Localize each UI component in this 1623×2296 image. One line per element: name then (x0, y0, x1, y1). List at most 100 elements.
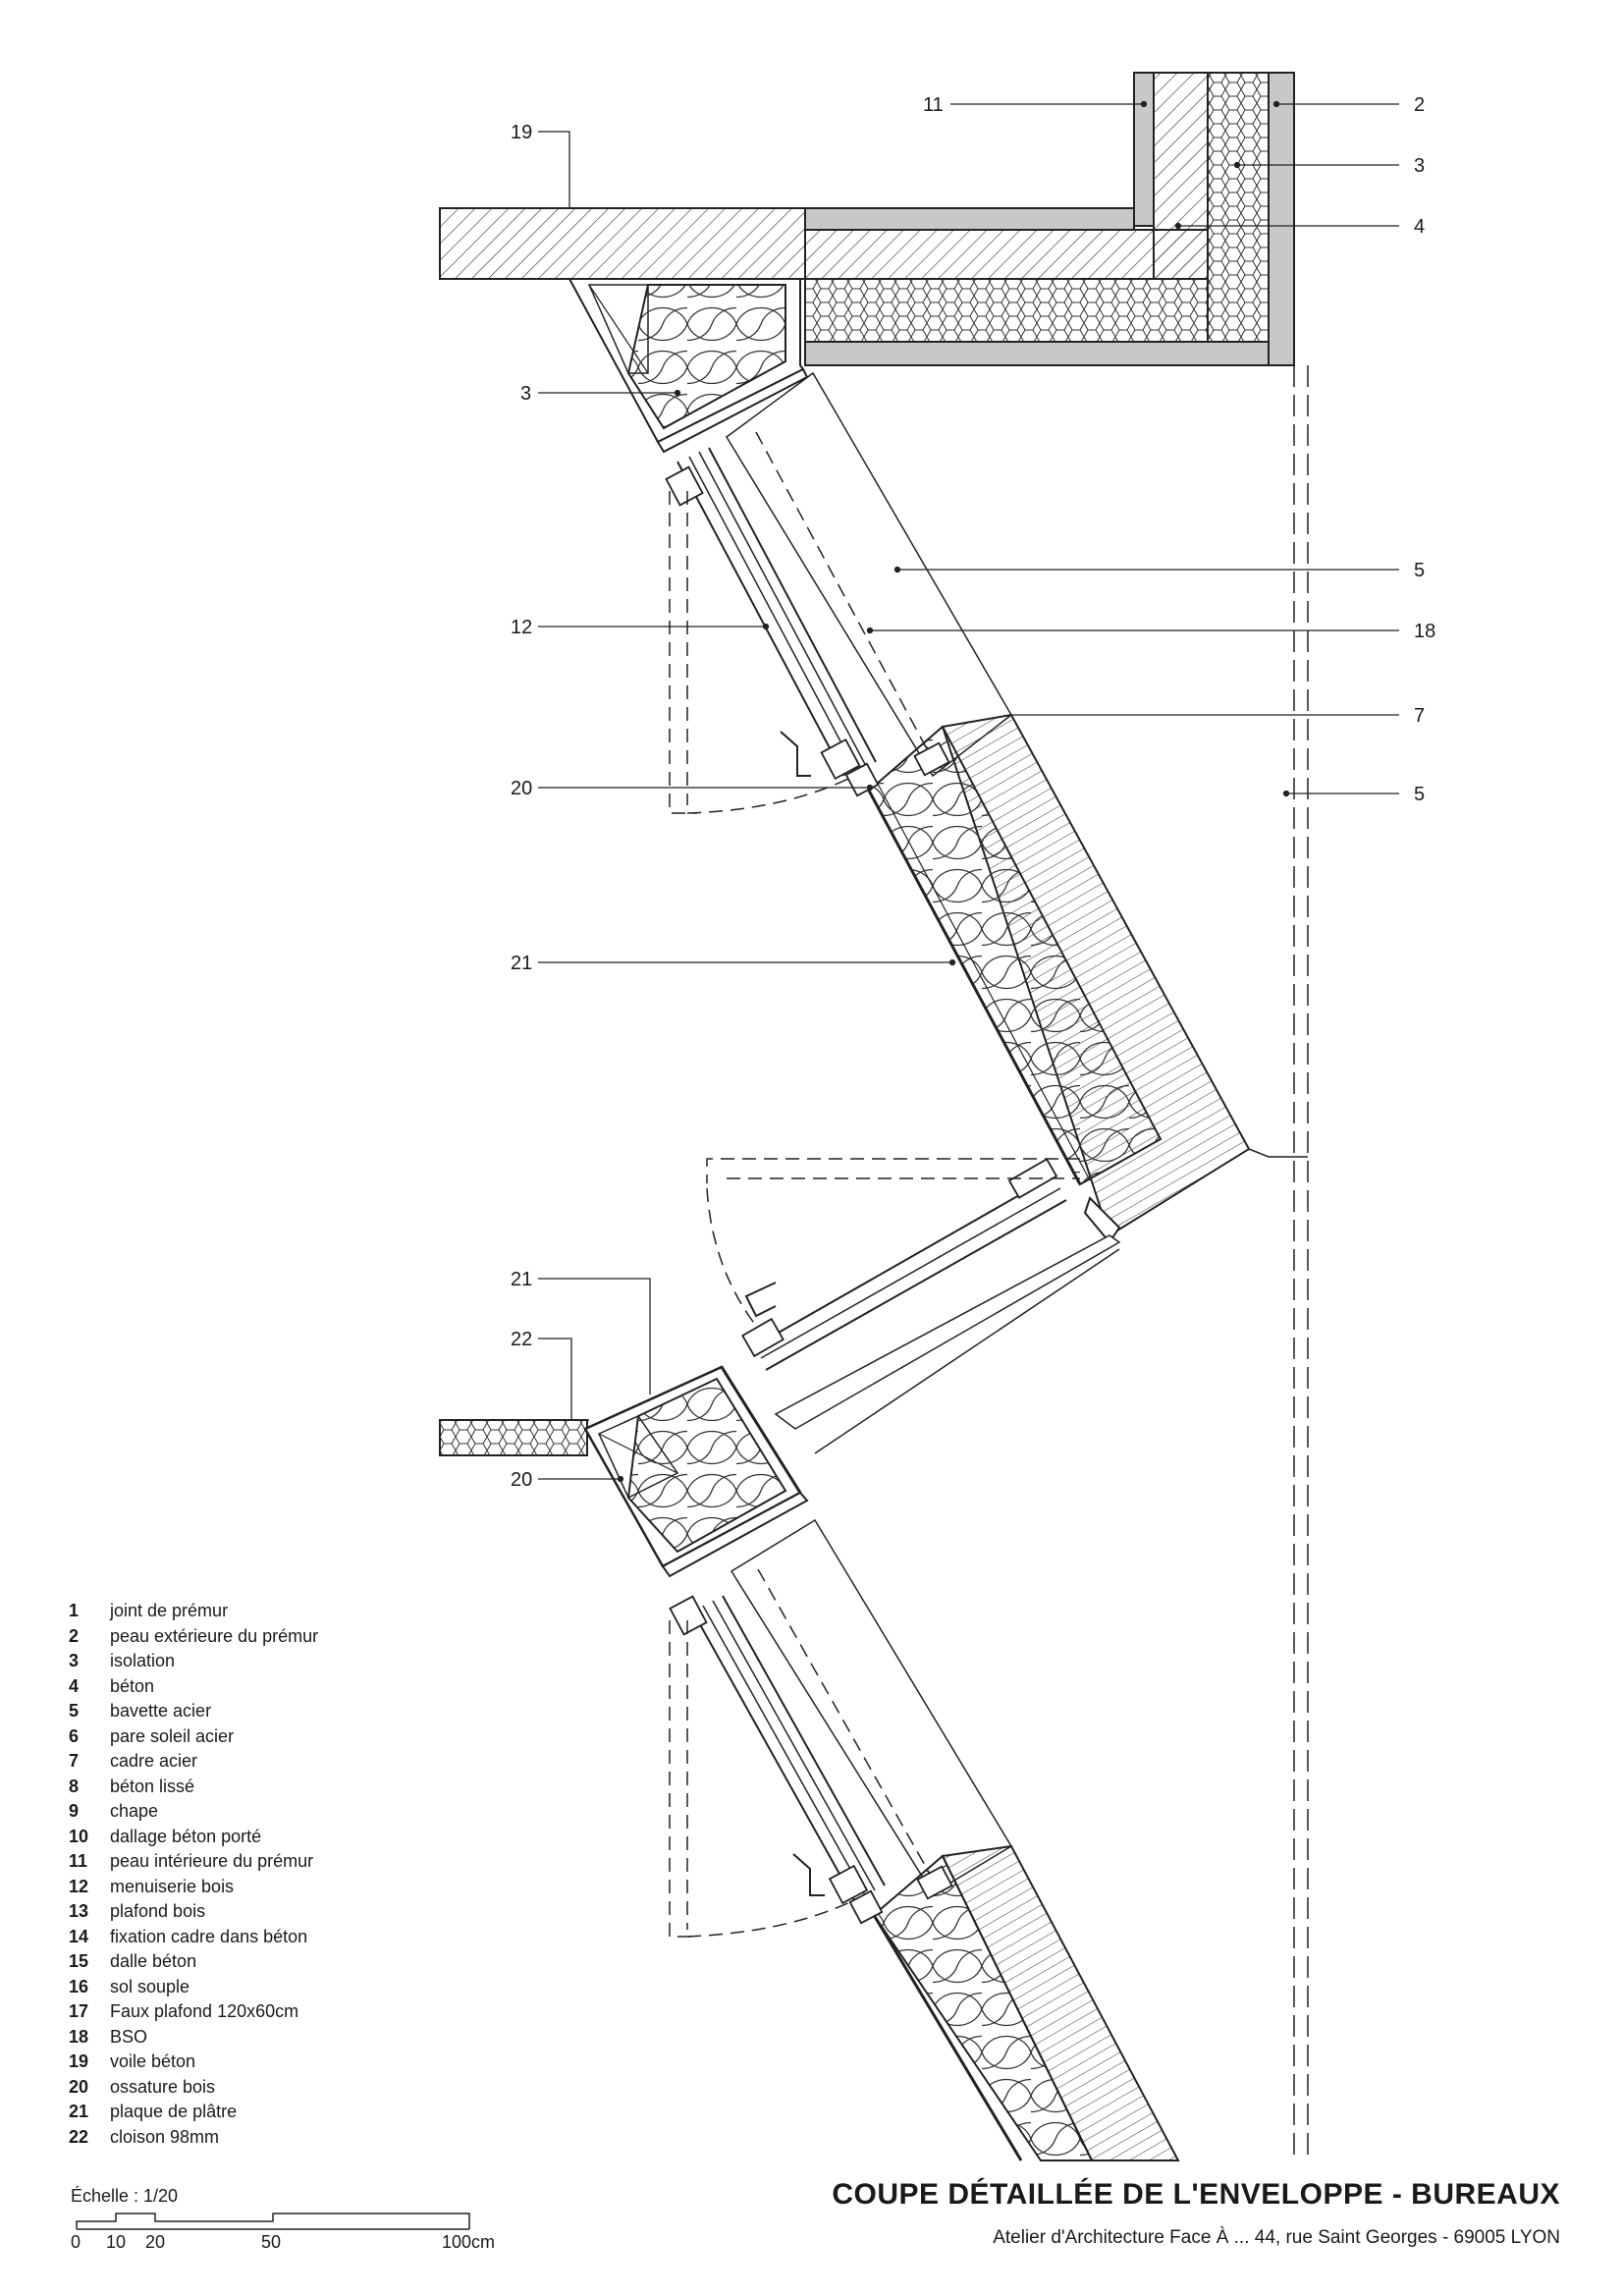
legend-item-number: 10 (69, 1826, 89, 1846)
callout-3-frame: 3 (520, 383, 531, 405)
legend-item-number: 14 (69, 1926, 89, 1946)
legend-item-number: 5 (69, 1701, 80, 1721)
callout-7: 7 (1414, 705, 1425, 727)
legend-item: 20 ossature bois (69, 2075, 318, 2101)
scale-bar (76, 2213, 470, 2230)
legend-item-number: 11 (69, 1851, 88, 1871)
leader-lines (538, 100, 1399, 1483)
legend-item-label: ossature bois (110, 2076, 216, 2097)
legend-item: 18 BSO (69, 2025, 318, 2050)
legend-item: 3 isolation (69, 1649, 318, 1674)
legend-item-label: dallage béton porté (110, 1826, 262, 1846)
legend-item-label: BSO (110, 2026, 148, 2047)
legend-item-number: 2 (69, 1625, 80, 1646)
upper-sunshade (726, 371, 1012, 778)
concrete-slab-top (439, 207, 1270, 366)
legend: 1 joint de prémur 2 peau extérieure du prém… (69, 1599, 318, 2150)
legend-item-number: 12 (69, 1876, 89, 1896)
legend-item-number: 16 (69, 1976, 89, 1996)
legend-item-number: 13 (69, 1901, 89, 1921)
callout-11: 11 (923, 94, 944, 116)
bavette-dashed (1293, 365, 1309, 2160)
legend-item: 21 plaque de plâtre (69, 2100, 318, 2125)
lower-sunshade (730, 1518, 1013, 1895)
legend-item: 14 fixation cadre dans béton (69, 1925, 318, 1950)
callout-21-lower: 21 (511, 1269, 532, 1290)
legend-item-label: bavette acier (110, 1701, 212, 1721)
legend-item: 2 peau extérieure du prémur (69, 1624, 318, 1650)
legend-item: 17 Faux plafond 120x60cm (69, 1999, 318, 2025)
legend-item-number: 22 (69, 2126, 89, 2147)
scale-tick: 50 (261, 2232, 282, 2252)
upper-frame-box (568, 278, 809, 454)
legend-item-number: 7 (69, 1751, 80, 1771)
scale-tick: 20 (145, 2232, 166, 2252)
callout-18: 18 (1414, 621, 1435, 642)
callout-4: 4 (1414, 216, 1425, 238)
legend-item-label: fixation cadre dans béton (110, 1926, 308, 1946)
scale-tick: 10 (106, 2232, 127, 2252)
drawing-credits: Atelier d'Architecture Face À ... 44, ru… (993, 2227, 1560, 2248)
middle-wall-panel (844, 713, 1251, 1237)
scale-tick: 100cm (442, 2232, 496, 2252)
callouts: 11 2 19 3 4 3 5 12 18 7 20 5 21 21 22 20 (511, 94, 1435, 1491)
legend-item-label: Faux plafond 120x60cm (110, 2001, 299, 2021)
legend-item: 11 peau intérieure du prémur (69, 1849, 318, 1875)
scale-label: Échelle : 1/20 (71, 2186, 179, 2206)
legend-item-label: béton (110, 1675, 155, 1696)
callout-3-top: 3 (1414, 155, 1425, 177)
callout-21-upper: 21 (511, 953, 532, 974)
legend-item-number: 18 (69, 2026, 89, 2047)
lower-frame-box (583, 1365, 809, 1578)
legend-item-number: 8 (69, 1776, 80, 1796)
callout-19: 19 (511, 122, 532, 143)
legend-item: 13 plafond bois (69, 1899, 318, 1925)
drawing-title: COUPE DÉTAILLÉE DE L'ENVELOPPE - BUREAUX (832, 2178, 1560, 2211)
callout-5-upper: 5 (1414, 560, 1425, 581)
legend-item-label: cadre acier (110, 1751, 198, 1771)
legend-item-label: peau extérieure du prémur (110, 1625, 319, 1646)
legend-item: 5 bavette acier (69, 1699, 318, 1724)
lower-window (669, 1595, 886, 1905)
legend-item-number: 3 (69, 1651, 80, 1670)
legend-item-number: 19 (69, 2051, 89, 2071)
scale-tick: 0 (71, 2232, 81, 2252)
legend-item-number: 21 (69, 2102, 89, 2121)
callout-20-lower: 20 (511, 1469, 532, 1491)
legend-item-number: 1 (69, 1601, 80, 1620)
callout-2: 2 (1414, 94, 1425, 116)
upper-window (665, 447, 877, 781)
callout-22: 22 (511, 1329, 532, 1350)
legend-item-label: voile béton (110, 2051, 196, 2071)
legend-item-label: pare soleil acier (110, 1725, 235, 1746)
legend-item-label: isolation (110, 1651, 176, 1670)
legend-item: 16 sol souple (69, 1975, 318, 2000)
legend-item-label: dalle béton (110, 1951, 197, 1971)
legend-item: 22 cloison 98mm (69, 2125, 318, 2151)
lower-wall-panel (848, 1844, 1180, 2161)
legend-item: 1 joint de prémur (69, 1599, 318, 1624)
precast-wall-top (1133, 72, 1295, 366)
legend-item-label: chape (110, 1801, 159, 1821)
legend-item: 19 voile béton (69, 2050, 318, 2075)
callout-20-upper: 20 (511, 778, 532, 799)
callout-12: 12 (511, 617, 532, 638)
middle-swing-dashed (706, 1158, 1080, 1327)
legend-item-label: plaque de plâtre (110, 2102, 238, 2121)
legend-item-label: peau intérieure du prémur (110, 1851, 314, 1871)
legend-item-number: 20 (69, 2076, 89, 2097)
legend-item-label: joint de prémur (110, 1601, 229, 1620)
callout-5-lower: 5 (1414, 784, 1425, 805)
legend-item-label: sol souple (110, 1976, 190, 1996)
bavette-hinge (1248, 1148, 1308, 1158)
legend-item-number: 6 (69, 1725, 80, 1746)
legend-item-label: cloison 98mm (110, 2126, 220, 2147)
legend-item-label: plafond bois (110, 1901, 206, 1921)
legend-item-number: 17 (69, 2001, 89, 2021)
legend-item-number: 15 (69, 1951, 89, 1971)
legend-item: 15 dalle béton (69, 1949, 318, 1975)
